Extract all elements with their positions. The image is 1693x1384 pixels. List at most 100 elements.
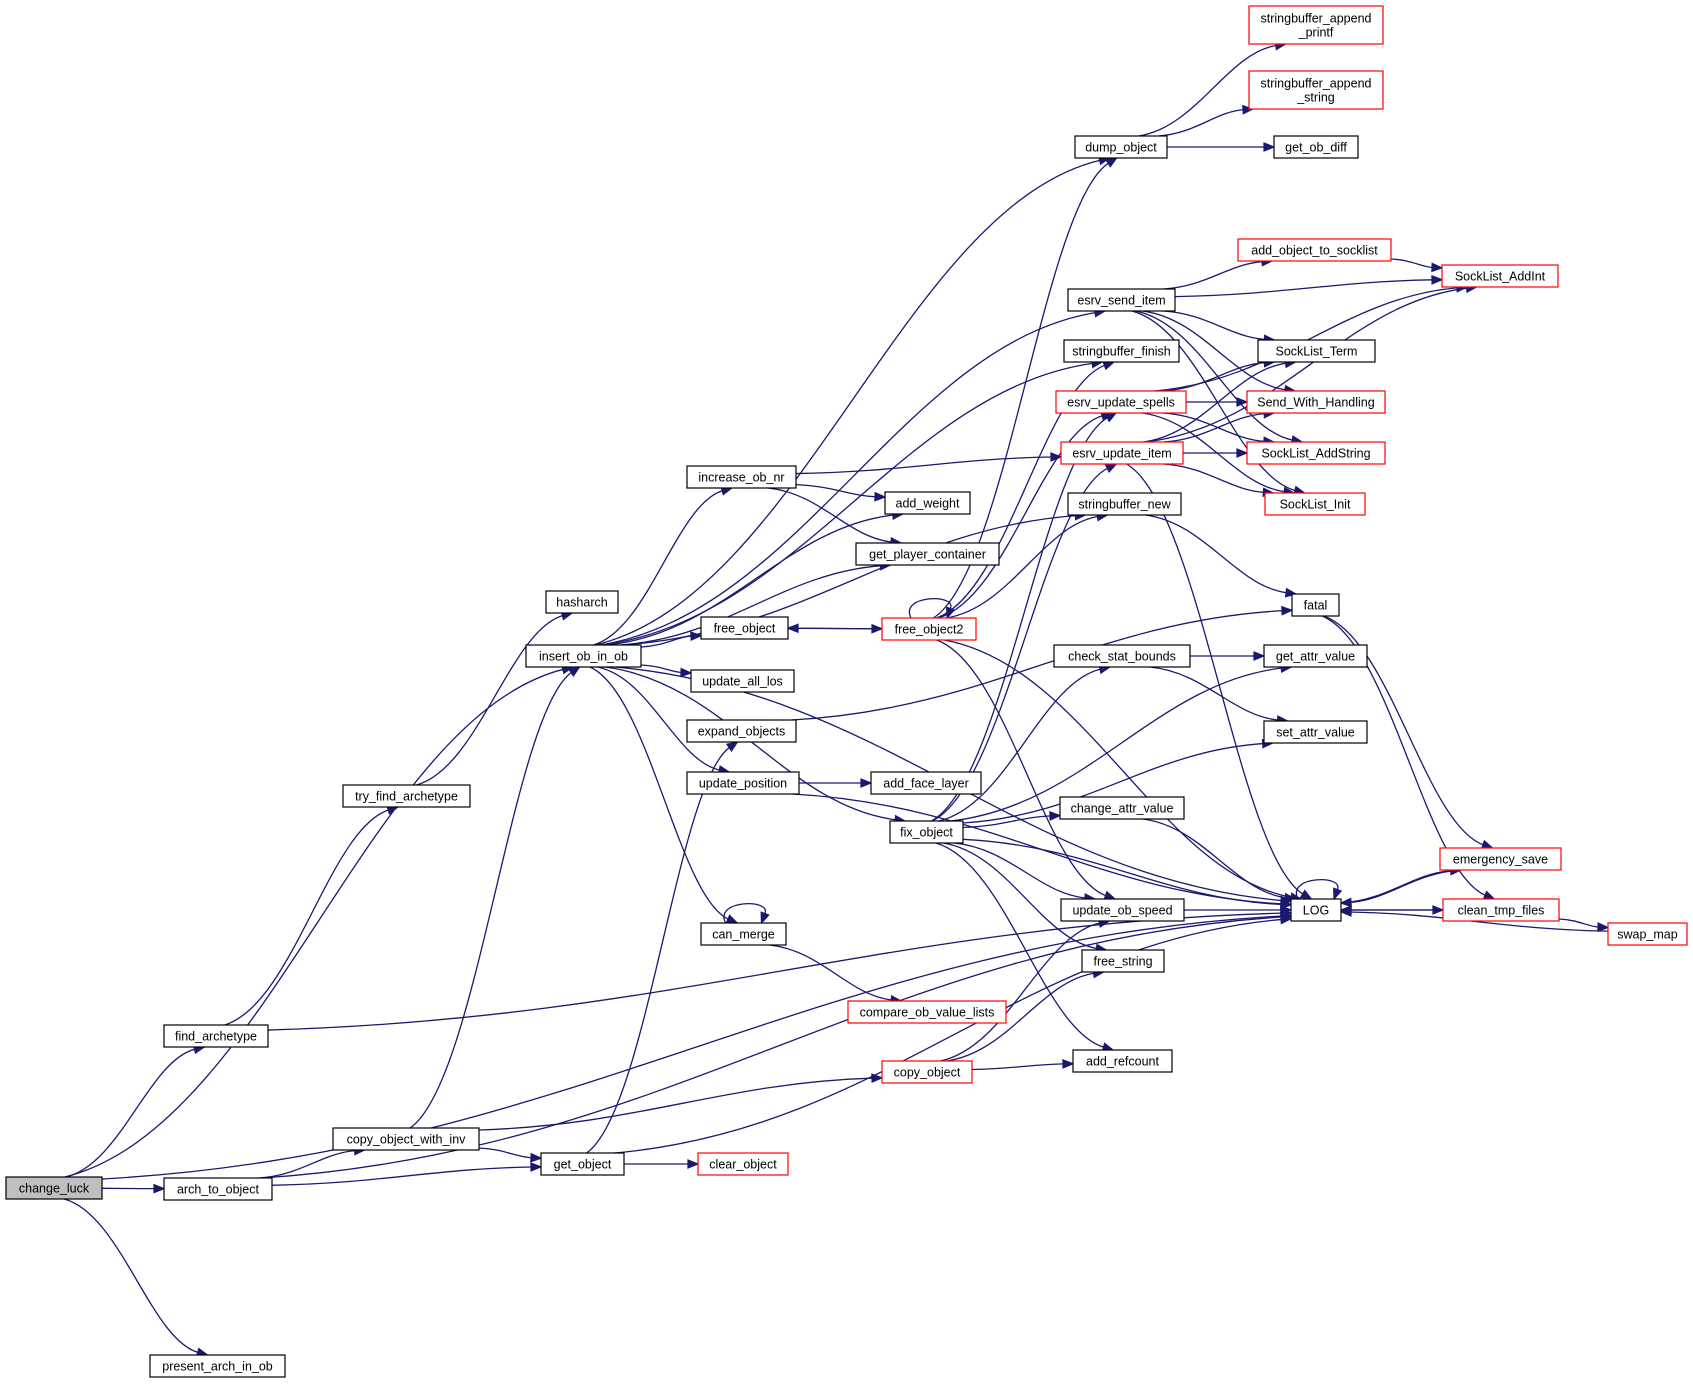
node-update_all_los[interactable]: update_all_los [690, 669, 795, 693]
node-label: stringbuffer_append [1261, 77, 1372, 91]
node-box [700, 616, 789, 640]
node-label: clean_tmp_files [1458, 904, 1545, 918]
edge-copy_object-to-update_ob_speed [940, 918, 1111, 1062]
node-box [163, 1177, 273, 1201]
node-box [1248, 5, 1384, 45]
node-box [1273, 135, 1359, 159]
node-box [1263, 720, 1368, 744]
node-insert_ob_in_ob[interactable]: insert_ob_in_ob [525, 644, 642, 668]
edge-esrv_send_item-to-SockList_AddString [1135, 310, 1304, 445]
node-label: compare_ob_value_lists [860, 1006, 995, 1020]
edge-check_stat_bounds-to-get_attr_value [1190, 651, 1266, 661]
node-box [540, 1152, 625, 1176]
edge-clean_tmp_files-to-LOG [1339, 905, 1444, 915]
node-label: get_object [554, 1158, 612, 1172]
edge-esrv_update_item-to-SockList_AddInt [1145, 283, 1479, 443]
node-find_archetype[interactable]: find_archetype [163, 1024, 269, 1048]
node-add_weight[interactable]: add_weight [884, 491, 971, 515]
node-LOG[interactable]: LOG [1290, 898, 1342, 922]
node-label: increase_ob_nr [698, 471, 784, 485]
edge-esrv_send_item-to-add_object_to_socklist [1163, 256, 1274, 290]
node-box [1257, 339, 1376, 363]
node-box [1055, 390, 1187, 414]
node-SockList_Term[interactable]: SockList_Term [1257, 339, 1376, 363]
edge-free_object2-to-free_object [786, 623, 883, 634]
node-stringbuffer_finish[interactable]: stringbuffer_finish [1063, 339, 1180, 363]
node-set_attr_value[interactable]: set_attr_value [1263, 720, 1368, 744]
edge-update_ob_speed-to-LOG [1183, 905, 1293, 915]
node-label: try_find_archetype [355, 790, 458, 804]
node-get_ob_diff[interactable]: get_ob_diff [1273, 135, 1359, 159]
node-label: clear_object [709, 1158, 777, 1172]
node-box [700, 922, 787, 946]
node-esrv_send_item[interactable]: esrv_send_item [1067, 288, 1176, 312]
node-box [1237, 238, 1392, 262]
node-free_object2[interactable]: free_object2 [881, 617, 977, 641]
node-swap_map[interactable]: swap_map [1607, 922, 1688, 946]
node-box [163, 1024, 269, 1048]
node-Send_With_Handling[interactable]: Send_With_Handling [1246, 390, 1386, 414]
edge-increase_ob_nr-to-add_weight [795, 483, 887, 502]
node-box [1059, 796, 1185, 820]
node-emergency_save[interactable]: emergency_save [1439, 847, 1562, 871]
node-box [1441, 264, 1559, 288]
node-clean_tmp_files[interactable]: clean_tmp_files [1442, 898, 1560, 922]
node-stringbuffer_append_string[interactable]: stringbuffer_append_string [1248, 70, 1384, 110]
node-add_face_layer[interactable]: add_face_layer [870, 771, 982, 795]
node-box [5, 1176, 103, 1200]
node-copy_object[interactable]: copy_object [881, 1060, 973, 1084]
node-try_find_archetype[interactable]: try_find_archetype [342, 784, 471, 808]
node-label: update_position [699, 777, 787, 791]
node-label: present_arch_in_ob [162, 1360, 273, 1374]
edge-get_object-to-LOG [614, 914, 1293, 1154]
node-copy_object_with_inv[interactable]: copy_object_with_inv [332, 1127, 480, 1151]
edge-esrv_update_item-to-SockList_AddString [1183, 448, 1249, 458]
node-stringbuffer_new[interactable]: stringbuffer_new [1067, 492, 1182, 516]
node-change_attr_value[interactable]: change_attr_value [1059, 796, 1185, 820]
node-SockList_AddString[interactable]: SockList_AddString [1246, 441, 1386, 465]
node-hasharch[interactable]: hasharch [545, 590, 619, 614]
node-free_string[interactable]: free_string [1081, 949, 1165, 973]
node-label: esrv_update_item [1072, 447, 1171, 461]
node-get_player_container[interactable]: get_player_container [855, 542, 1000, 566]
node-get_object[interactable]: get_object [540, 1152, 625, 1176]
node-label: add_refcount [1086, 1055, 1160, 1069]
node-can_merge[interactable]: can_merge [700, 922, 787, 946]
node-SockList_Init[interactable]: SockList_Init [1264, 492, 1366, 516]
node-arch_to_object[interactable]: arch_to_object [163, 1177, 273, 1201]
node-clear_object[interactable]: clear_object [697, 1152, 789, 1176]
node-compare_ob_value_lists[interactable]: compare_ob_value_lists [847, 1000, 1007, 1024]
node-get_attr_value[interactable]: get_attr_value [1263, 644, 1368, 668]
node-update_ob_speed[interactable]: update_ob_speed [1060, 898, 1185, 922]
edge-emergency_save-to-LOG [1339, 869, 1461, 908]
node-box [1291, 593, 1340, 617]
node-dump_object[interactable]: dump_object [1074, 135, 1168, 159]
node-box [1246, 441, 1386, 465]
node-increase_ob_nr[interactable]: increase_ob_nr [686, 465, 797, 489]
node-box [1246, 390, 1386, 414]
node-present_arch_in_ob[interactable]: present_arch_in_ob [149, 1354, 286, 1378]
node-label: fix_object [900, 826, 953, 840]
node-expand_objects[interactable]: expand_objects [686, 719, 797, 743]
node-label: can_merge [712, 928, 775, 942]
node-label: insert_ob_in_ob [539, 650, 628, 664]
edge-insert_ob_in_ob-to-free_object [640, 631, 703, 648]
edge-clean_tmp_files-to-swap_map [1558, 918, 1610, 932]
node-fix_object[interactable]: fix_object [889, 820, 964, 844]
node-esrv_update_spells[interactable]: esrv_update_spells [1055, 390, 1187, 414]
node-stringbuffer_append_printf[interactable]: stringbuffer_append_printf [1248, 5, 1384, 45]
edge-expand_objects-to-fatal [791, 605, 1294, 721]
node-add_object_to_socklist[interactable]: add_object_to_socklist [1237, 238, 1392, 262]
node-box [870, 771, 982, 795]
node-add_refcount[interactable]: add_refcount [1072, 1049, 1173, 1073]
node-change_luck[interactable]: change_luck [5, 1176, 103, 1200]
node-box [1074, 135, 1168, 159]
node-check_stat_bounds[interactable]: check_stat_bounds [1053, 644, 1191, 668]
node-SockList_AddInt[interactable]: SockList_AddInt [1441, 264, 1559, 288]
node-update_position[interactable]: update_position [686, 771, 800, 795]
node-fatal[interactable]: fatal [1291, 593, 1340, 617]
node-esrv_update_item[interactable]: esrv_update_item [1060, 441, 1184, 465]
edge-copy_object_with_inv-to-insert_ob_in_ob [409, 666, 581, 1129]
node-label: add_object_to_socklist [1251, 244, 1378, 258]
node-free_object[interactable]: free_object [700, 616, 789, 640]
